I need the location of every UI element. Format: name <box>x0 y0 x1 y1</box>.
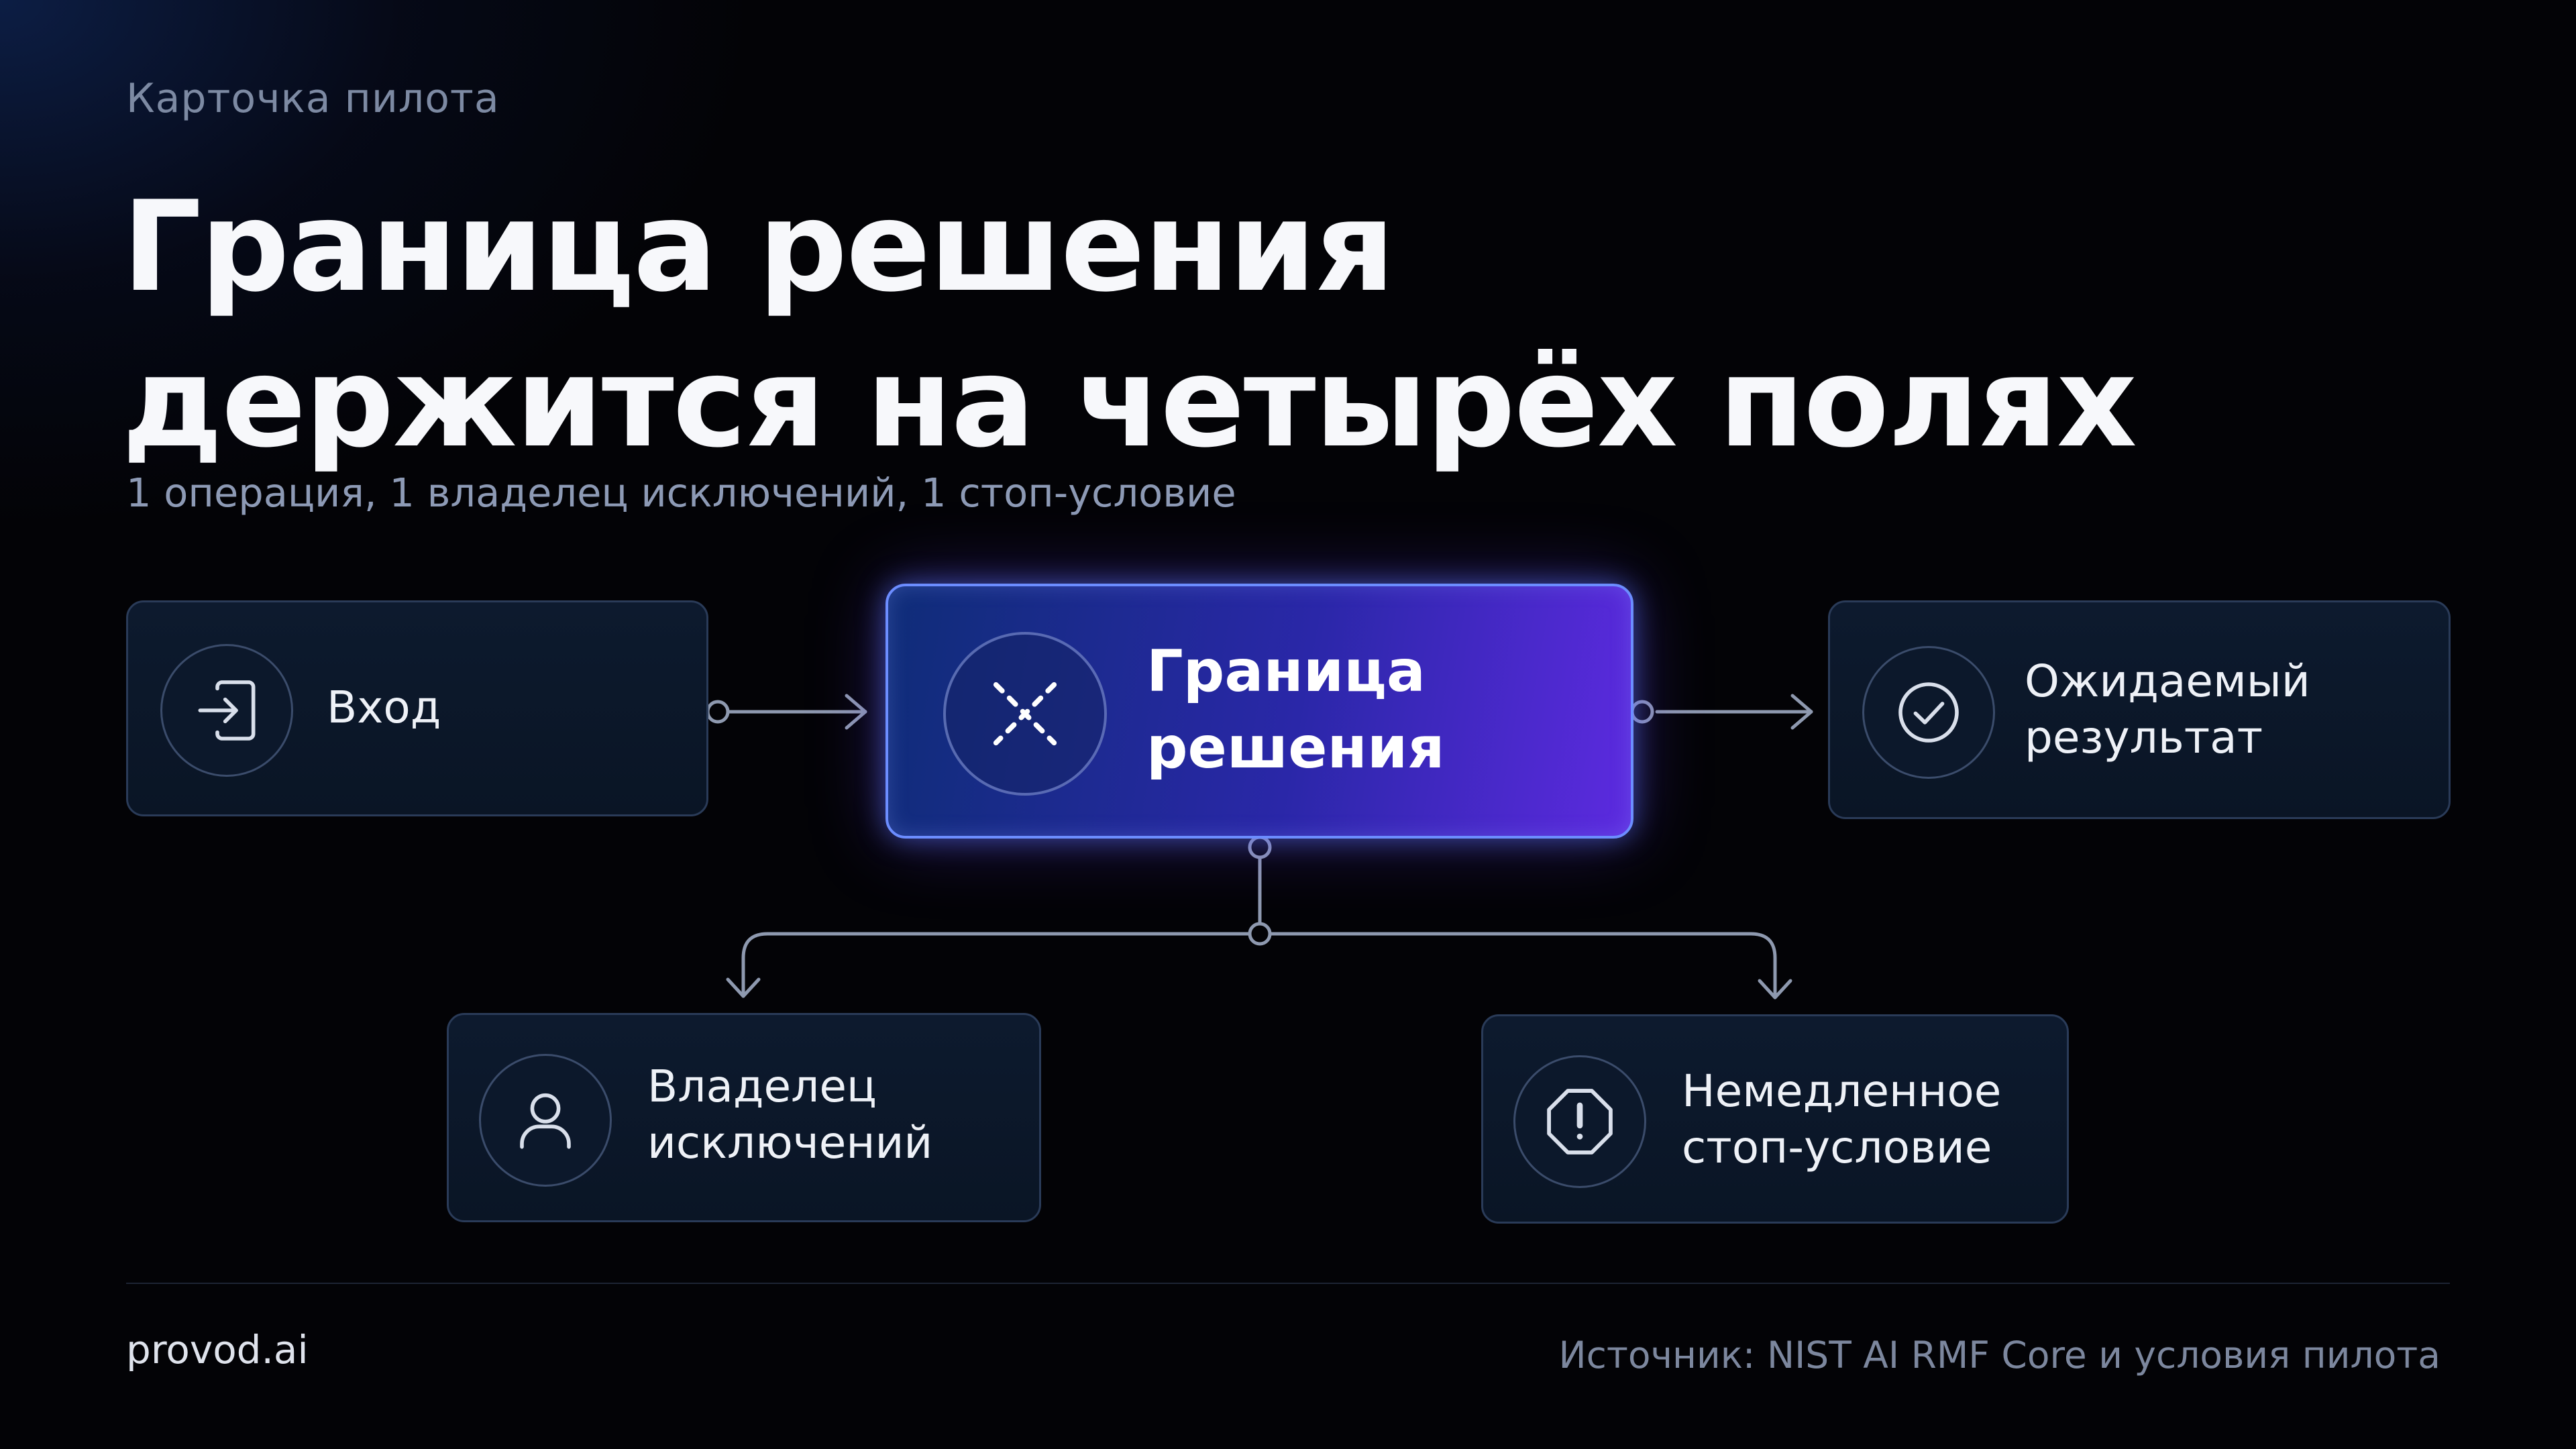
node-stop-label-line-2: стоп-условие <box>1682 1122 1992 1173</box>
node-stop-label-line-1: Немедленное <box>1682 1065 2002 1117</box>
node-decision-boundary[interactable]: Граница решения <box>885 584 1633 839</box>
edge-branch-to-owner <box>741 932 1252 998</box>
node-boundary-label-line-1: Граница <box>1146 638 1426 705</box>
node-output-label-line-1: Ожидаемый <box>2025 655 2310 707</box>
branch-junction <box>1248 922 1272 946</box>
check-circle-icon <box>1862 646 1995 779</box>
port-boundary-out <box>1630 700 1654 724</box>
arrowhead-to-output <box>1790 694 1813 730</box>
footer-divider <box>126 1283 2450 1284</box>
node-expected-result[interactable]: Ожидаемый результат <box>1828 600 2451 819</box>
arrowhead-to-stop <box>1758 979 1792 1000</box>
source-note: Источник: NIST AI RMF Core и условия пил… <box>1558 1334 2440 1377</box>
port-input-out <box>706 700 730 724</box>
node-input-label-line-1: Вход <box>327 682 441 733</box>
node-boundary-label: Граница решения <box>1146 633 1444 786</box>
dashed-cross-icon <box>943 632 1107 796</box>
node-owner-label-line-1: Владелец <box>647 1061 877 1112</box>
octagon-alert-icon <box>1513 1055 1646 1188</box>
eyebrow-label: Карточка пилота <box>126 75 500 122</box>
page-title-line-1: Граница решения <box>122 174 1395 319</box>
node-owner-label: Владелец исключений <box>647 1059 932 1171</box>
node-owner-label-line-2: исключений <box>647 1117 933 1169</box>
page-subtitle: 1 операция, 1 владелец исключений, 1 сто… <box>126 470 1236 516</box>
node-input-label: Вход <box>327 680 441 736</box>
node-output-label: Ожидаемый результат <box>2025 653 2310 766</box>
user-icon <box>479 1054 612 1187</box>
node-exception-owner[interactable]: Владелец исключений <box>447 1013 1041 1222</box>
port-boundary-bottom <box>1248 835 1272 859</box>
arrowhead-to-owner <box>726 977 761 998</box>
node-input[interactable]: Вход <box>126 600 708 816</box>
node-output-label-line-2: результат <box>2025 712 2263 763</box>
arrowhead-to-boundary <box>845 694 867 730</box>
page-title-line-2: держится на четырёх полях <box>122 329 2137 475</box>
node-boundary-label-line-2: решения <box>1146 714 1445 782</box>
brand-logo-text: provod.ai <box>126 1327 309 1373</box>
edge-branch-to-stop <box>1268 932 1777 1000</box>
page-title: Граница решения держится на четырёх поля… <box>122 169 2137 480</box>
node-stop-condition[interactable]: Немедленное стоп-условие <box>1481 1014 2069 1224</box>
login-arrow-icon <box>160 644 293 777</box>
node-stop-label: Немедленное стоп-условие <box>1682 1063 2001 1176</box>
